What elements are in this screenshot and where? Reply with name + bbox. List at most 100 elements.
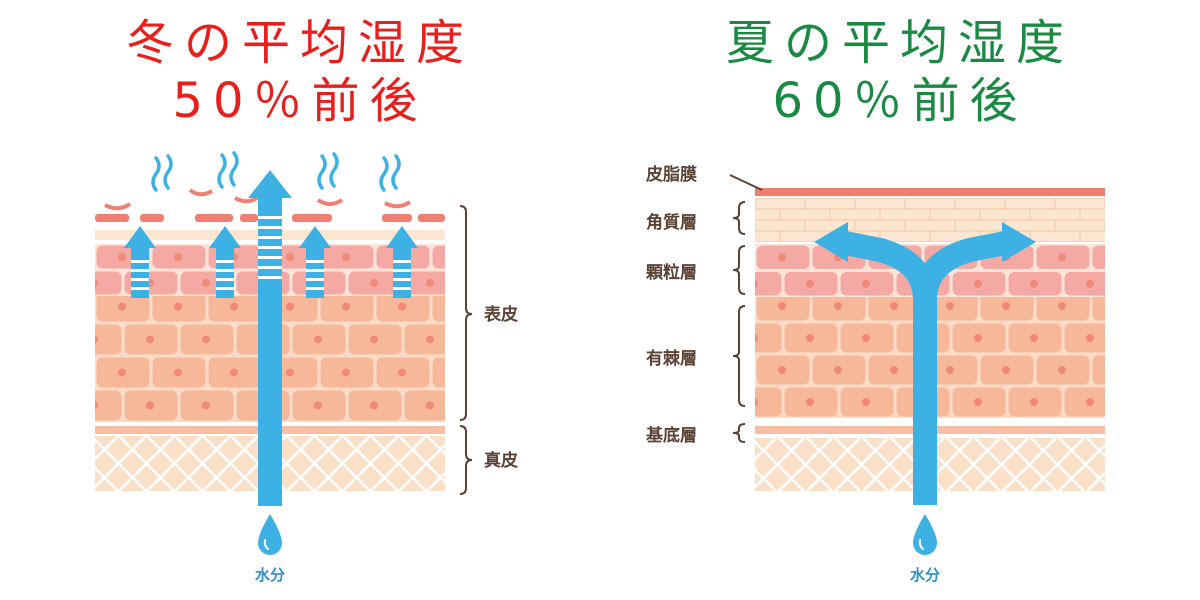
cell-nucleus [230,302,238,311]
cell-nucleus [95,279,98,287]
arrow-up-icon [299,226,331,298]
cell-nucleus [202,335,210,344]
cell-nucleus [1114,253,1122,261]
arrow-up-icon [209,226,241,298]
winter-skin: 水分 表皮 真皮 [95,151,518,584]
summer-skin: 水分 皮脂膜 角質層 顆粒層 有棘層 基底層 [645,164,1122,584]
cell-nucleus [95,335,98,344]
skin-cell [404,324,445,355]
steam-wave-icon [151,151,401,192]
arrow-up-icon [124,226,156,298]
skin-cell [1064,323,1105,353]
cell-nucleus [834,302,842,310]
cell-nucleus [1002,366,1010,374]
granular-cell [1064,272,1105,296]
sebum-pointer-line [729,174,763,191]
winter-title: 冬の平均湿度 50％前後 [60,14,540,130]
cell-nucleus [1058,302,1066,310]
cell-nucleus [974,334,982,342]
skin-cell [95,324,122,355]
skin-cell [1092,355,1105,385]
cell-nucleus [174,368,182,377]
skin-cell [1064,387,1105,417]
cell-nucleus [1114,366,1122,374]
cell-nucleus [426,401,434,410]
granular-cell [95,271,122,295]
cell-nucleus [778,366,786,374]
cell-nucleus [1114,302,1122,310]
cell-nucleus [146,335,154,344]
cell-nucleus [342,253,350,261]
cell-nucleus [974,279,982,288]
cell-nucleus [946,302,954,310]
cell-nucleus [806,334,814,342]
cell-nucleus [174,253,182,261]
skin-cell [432,291,445,322]
granular-cell [1092,245,1105,269]
cell-nucleus [1086,398,1094,406]
arrow-up-icon [386,226,418,298]
cell-nucleus [118,368,126,377]
winter-cells [95,290,462,422]
dermis-label: 真皮 [484,450,518,471]
epidermis-label: 表皮 [484,304,518,325]
cell-nucleus [286,368,294,377]
stratum-corneum-label: 角質層 [646,212,697,233]
cell-nucleus [946,366,954,374]
cell-nucleus [755,334,758,342]
summer-title-line1: 夏の平均湿度 [725,15,1074,71]
skin-cell [755,323,782,353]
cell-nucleus [426,335,434,344]
summer-cornified-layer [755,198,1105,242]
cell-nucleus [1058,253,1066,262]
skin-cell [1092,291,1105,321]
cell-nucleus [806,398,814,406]
cell-nucleus [370,335,378,344]
cell-nucleus [370,401,378,410]
cell-nucleus [890,302,898,310]
cell-nucleus [778,253,786,262]
cell-nucleus [1030,279,1038,288]
cell-nucleus [1086,334,1094,342]
cell-nucleus [1058,366,1066,374]
winter-water-label: 水分 [255,566,285,584]
cell-nucleus [398,368,406,377]
summer-dermis [755,426,1105,491]
granular-layer-label: 顆粒層 [646,262,697,283]
cell-nucleus [454,253,462,261]
skin-cell [95,390,122,421]
cell-nucleus [862,334,870,342]
cell-nucleus [974,398,982,406]
winter-dermis [95,426,445,491]
cell-nucleus [755,279,758,288]
cell-nucleus [778,302,786,310]
skin-cell [404,390,445,421]
cell-nucleus [230,368,238,377]
cell-nucleus [118,253,126,261]
cell-nucleus [202,401,210,410]
granular-cell [432,245,445,269]
cell-nucleus [1030,334,1038,342]
sebum-membrane-label: 皮脂膜 [646,164,697,185]
cell-nucleus [174,302,182,311]
cell-nucleus [286,302,294,311]
cell-nucleus [146,401,154,410]
cell-nucleus [118,302,126,311]
cell-nucleus [1002,302,1010,310]
cell-nucleus [314,401,322,410]
cell-nucleus [454,303,462,311]
summer-water-label: 水分 [910,566,940,584]
cell-nucleus [862,398,870,406]
cell-nucleus [370,279,378,287]
cell-nucleus [398,302,406,311]
granular-cell [755,272,782,296]
summer-brackets [732,201,746,443]
arrow-up-icon [124,226,418,298]
cell-nucleus [454,369,462,377]
spinous-layer-label: 有棘層 [646,348,697,369]
winter-title-line2: 50％前後 [172,73,428,129]
winter-title-line1: 冬の平均湿度 [125,15,474,71]
summer-title-line2: 60％前後 [772,73,1028,129]
cell-nucleus [890,366,898,374]
